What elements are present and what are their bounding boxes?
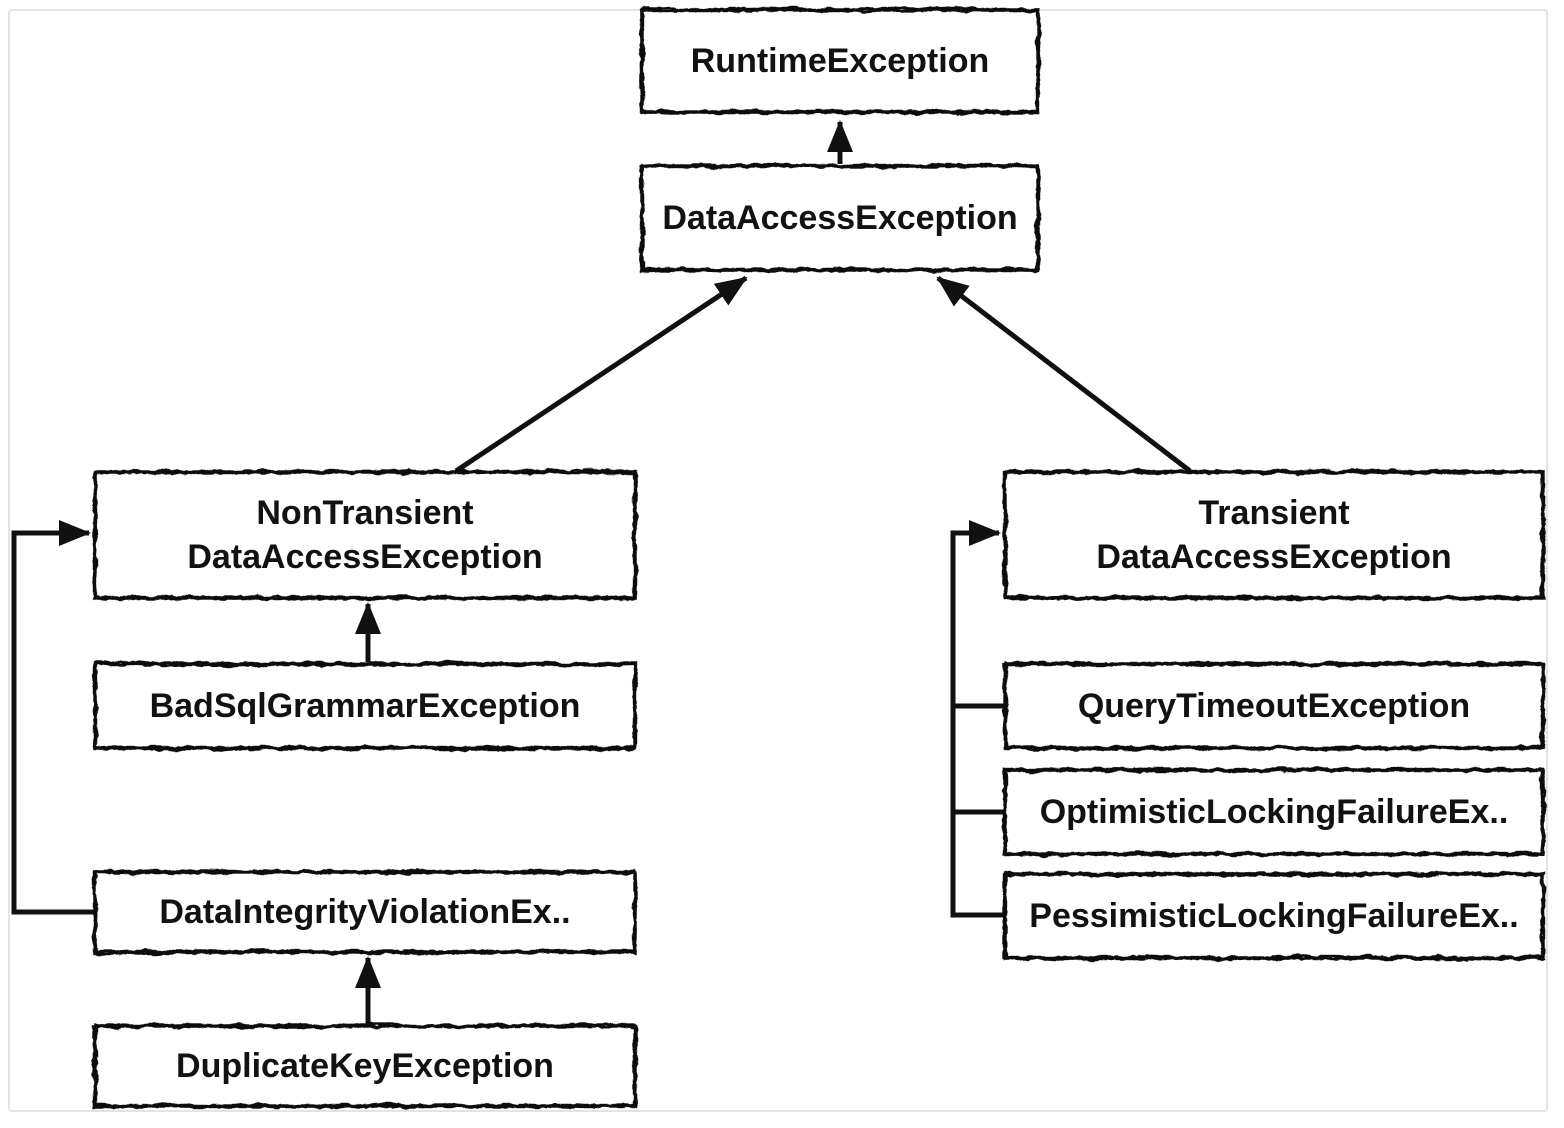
node-label-line2: DataAccessException — [187, 538, 543, 576]
node-label-line2: DataAccessException — [1096, 538, 1452, 576]
node-label: RuntimeException — [690, 42, 990, 80]
node-data-integrity-border — [93, 870, 637, 954]
node-label: DataIntegrityViolationEx.. — [159, 893, 571, 931]
node-label-line1: NonTransient — [256, 494, 474, 532]
node-label: QueryTimeoutException — [1077, 687, 1471, 725]
node-label-line1: Transient — [1198, 494, 1350, 532]
node-duplicate-key-exception: DuplicateKeyException — [95, 1026, 635, 1106]
node-non-transient-data-access-exception: NonTransient DataAccessException — [95, 472, 635, 598]
edge-dataintegrity-to-nontransient — [11, 520, 97, 915]
node-transient-border — [1003, 470, 1545, 600]
node-data-integrity-violation-exception: DataIntegrityViolationEx.. — [95, 872, 635, 952]
edges — [11, 120, 1192, 1024]
node-data-access-exception-border — [640, 164, 1040, 272]
node-label: DuplicateKeyException — [176, 1047, 554, 1085]
edge-nontransient-to-dataaccess — [454, 275, 748, 474]
node-transient-data-access-exception: Transient DataAccessException — [1005, 472, 1543, 598]
node-pessimistic-locking-border — [1003, 872, 1545, 960]
node-label: OptimisticLockingFailureEx.. — [1039, 793, 1509, 831]
node-label: PessimisticLockingFailureEx.. — [1029, 897, 1519, 935]
node-pessimistic-locking-failure-exception: PessimisticLockingFailureEx.. — [1005, 874, 1543, 958]
node-borders — [93, 8, 1545, 1108]
node-bad-sql-grammar-exception: BadSqlGrammarException — [95, 664, 635, 748]
node-label: BadSqlGrammarException — [149, 687, 581, 725]
node-query-timeout-exception: QueryTimeoutException — [1005, 664, 1543, 748]
node-data-access-exception: DataAccessException — [642, 166, 1038, 270]
node-duplicate-key-border — [93, 1024, 637, 1108]
edge-pessimistic-to-transient — [950, 520, 1007, 918]
node-non-transient-border — [93, 470, 637, 600]
node-optimistic-locking-failure-exception: OptimisticLockingFailureEx.. — [1005, 770, 1543, 854]
node-bad-sql-grammar-border — [93, 662, 637, 750]
node-query-timeout-border — [1003, 662, 1545, 750]
node-label: DataAccessException — [662, 199, 1018, 237]
node-runtime-exception-border — [640, 8, 1040, 114]
node-runtime-exception: RuntimeException — [642, 10, 1038, 112]
edge-transient-to-dataaccess — [936, 276, 1192, 473]
node-optimistic-locking-border — [1003, 768, 1545, 856]
